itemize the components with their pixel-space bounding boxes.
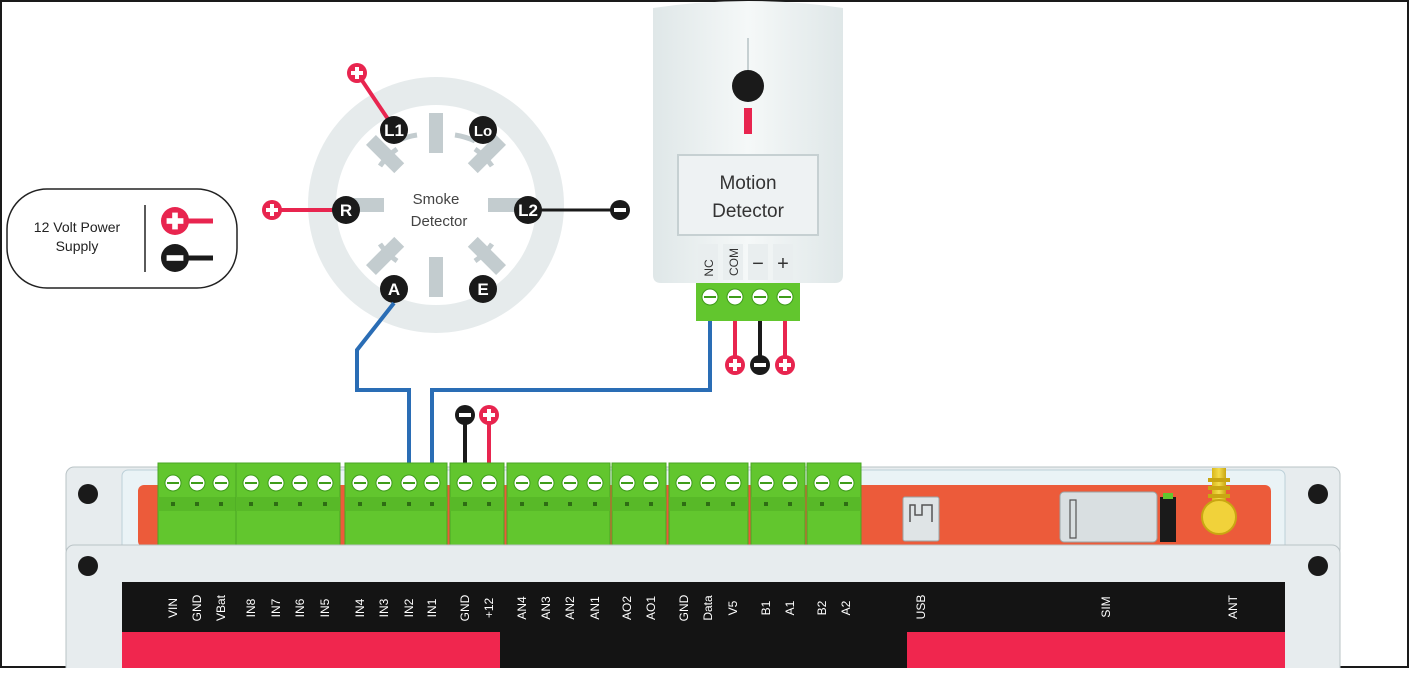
plus-icon — [262, 200, 282, 220]
minus-icon — [750, 355, 770, 375]
pin-label: +12 — [482, 597, 496, 618]
pin-label: AN4 — [515, 596, 529, 620]
motion-detector: Motion Detector NC COM − + — [653, 1, 843, 375]
terminal-lo — [469, 116, 497, 144]
signal-wires — [355, 301, 712, 463]
terminal-r — [332, 196, 360, 224]
motion-detector-title-line2: Detector — [712, 201, 784, 222]
terminal-l1-label: L1 — [384, 121, 404, 140]
terminal-l1 — [380, 116, 408, 144]
pin-label: AO2 — [620, 596, 634, 620]
pin-label: GND — [190, 594, 204, 621]
pin-label: A2 — [839, 600, 853, 615]
power-supply-label-line2: Supply — [56, 238, 99, 254]
pin-label: VBat — [214, 594, 228, 621]
mount-hole-icon — [1308, 556, 1328, 576]
motion-nc-label: NC — [702, 259, 716, 277]
terminal-lo-label: Lo — [474, 123, 492, 140]
pin-label: IN6 — [293, 598, 307, 617]
plus-icon — [775, 355, 795, 375]
pin-label: Data — [701, 595, 715, 621]
plus-icon — [347, 63, 367, 83]
motion-com-label: COM — [727, 248, 741, 276]
positive-terminal-icon — [161, 207, 189, 235]
controller-terminal-blocks — [157, 462, 862, 546]
terminal-e — [469, 275, 497, 303]
usb-port-icon — [902, 496, 940, 542]
sim-label: SIM — [1099, 596, 1113, 617]
pin-labels: VIN GND VBat IN8 IN7 IN6 IN5 IN4 IN3 IN2 IN1 GND +12… — [166, 594, 853, 621]
terminal-a-label: A — [388, 280, 400, 299]
sim-slot-icon — [1059, 491, 1158, 543]
pin-label: GND — [458, 594, 472, 621]
mount-hole-icon — [78, 556, 98, 576]
motion-detector-title-line1: Motion — [719, 173, 776, 194]
smoke-detector-title-line2: Detector — [411, 213, 468, 230]
usb-label: USB — [914, 595, 928, 620]
pin-label: V5 — [726, 600, 740, 615]
smoke-detector: Smoke Detector L1 Lo R L2 A E — [262, 63, 630, 333]
pin-label: IN5 — [318, 598, 332, 617]
pin-label: AN2 — [563, 596, 577, 620]
pin-label: IN8 — [244, 598, 258, 617]
minus-icon — [610, 200, 630, 220]
antenna-connector-icon — [1201, 468, 1237, 535]
negative-terminal-icon — [161, 244, 189, 272]
pin-label: AO1 — [644, 596, 658, 620]
pin-label: B2 — [815, 600, 829, 615]
pin-label: GND — [677, 594, 691, 621]
power-supply-label-line1: 12 Volt Power — [34, 219, 121, 235]
terminal-l2-label: L2 — [518, 201, 538, 220]
lens-icon — [732, 70, 764, 102]
pin-label: IN1 — [425, 598, 439, 617]
motion-plus-label: + — [777, 253, 789, 275]
smoke-detector-title-line1: Smoke — [413, 191, 460, 208]
pin-label: AN3 — [539, 596, 553, 620]
terminal-a — [380, 275, 408, 303]
pin-label: A1 — [783, 600, 797, 615]
pin-label: IN4 — [353, 598, 367, 617]
motion-minus-label: − — [752, 253, 764, 275]
pin-label: IN3 — [377, 598, 391, 617]
plus-icon — [725, 355, 745, 375]
plus-icon — [479, 405, 499, 425]
ant-label: ANT — [1226, 594, 1240, 619]
minus-icon — [455, 405, 475, 425]
pin-label: VIN — [166, 598, 180, 618]
mount-hole-icon — [1308, 484, 1328, 504]
power-supply-box: 12 Volt Power Supply — [6, 188, 238, 289]
pin-label: AN1 — [588, 596, 602, 620]
pin-label: B1 — [759, 600, 773, 615]
mount-hole-icon — [78, 484, 98, 504]
pin-label: IN2 — [402, 598, 416, 617]
pin-label: IN7 — [269, 598, 283, 617]
terminal-l2 — [514, 196, 542, 224]
controller-board: VIN GND VBat IN8 IN7 IN6 IN5 IN4 IN3 IN2 IN1 GND +12… — [65, 462, 1341, 673]
terminal-r-label: R — [340, 201, 352, 220]
terminal-e-label: E — [477, 280, 488, 299]
